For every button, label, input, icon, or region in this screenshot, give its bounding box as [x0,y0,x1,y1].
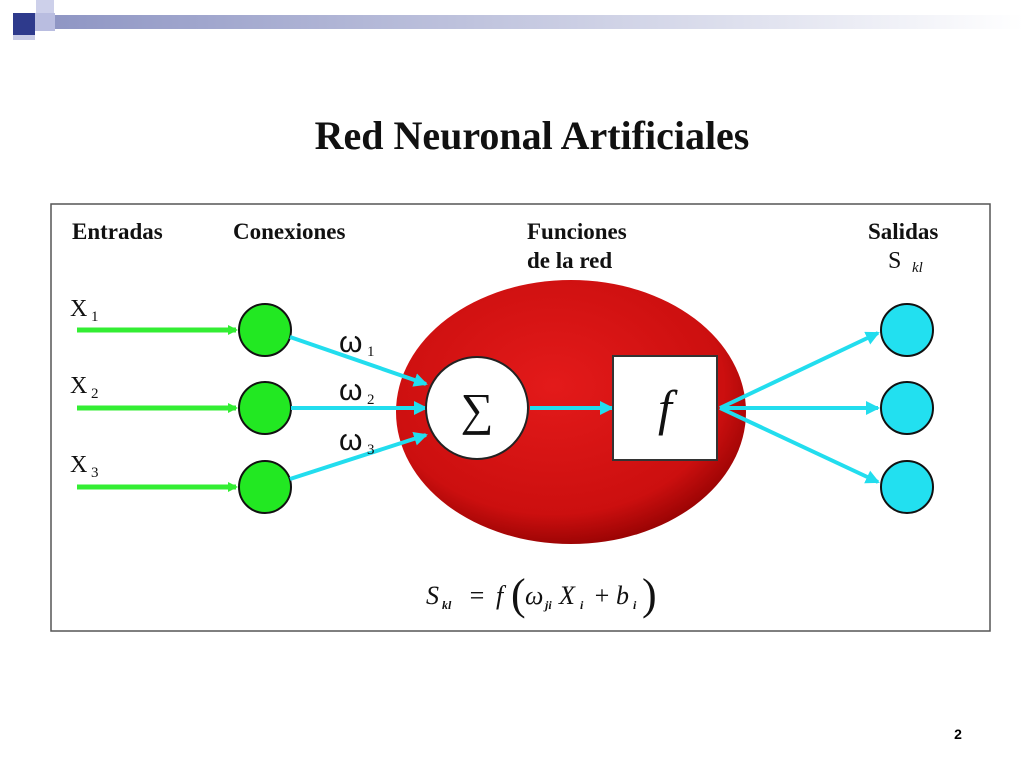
formula-x-sub: i [580,598,584,612]
output-node-2 [880,381,934,435]
decor-square-light [35,13,55,31]
corner-decoration [13,0,1024,40]
input-label-x3: X [70,452,87,478]
output-node-1 [880,303,934,357]
decor-gradient-bar [55,15,1024,29]
formula-open-paren: ( [511,570,526,619]
weight-sub-2: 2 [367,392,375,408]
input-label-x1: X [70,296,87,322]
output-formula: S kl = f ( ω ji X i + b i ) [426,570,657,619]
connection-arrow-1 [289,335,428,387]
weight-sub-1: 1 [367,344,375,360]
input-sub-2: 2 [91,386,99,402]
page-number: 2 [954,726,962,742]
input-sub-3: 3 [91,465,99,481]
formula-lhs: S [426,581,439,610]
neural-network-diagram: Entradas Conexiones Funciones de la red … [50,203,991,632]
header-de-la-red: de la red [527,248,612,273]
decor-square-light-3 [13,35,35,40]
weight-omega-3: ω [339,424,362,457]
header-salidas: Salidas [868,219,938,244]
formula-b-sub: i [633,598,637,612]
header-conexiones: Conexiones [233,219,346,244]
weight-omega-2: ω [339,374,362,407]
output-node-3 [880,460,934,514]
input-node-3 [238,460,292,514]
input-sub-1: 1 [91,309,99,325]
weight-sub-3: 3 [367,442,375,458]
formula-close-paren: ) [642,570,657,619]
weight-omega-1: ω [339,326,362,359]
formula-plus: + [593,581,611,610]
formula-x: X [558,581,576,610]
output-arrow-1 [719,331,880,410]
formula-lhs-sub: kl [442,598,452,612]
output-arrow-3 [719,406,880,484]
slide-title: Red Neuronal Artificiales [314,113,750,158]
formula-func: f [496,581,507,610]
formula-omega-sub: ji [543,598,552,612]
formula-equals: = [468,581,486,610]
header-funciones: Funciones [527,219,627,244]
summation-symbol: ∑ [461,384,494,435]
neuron-body [396,280,746,544]
activation-function-box [612,355,718,461]
connection-arrow-3 [289,432,428,481]
header-entradas: Entradas [72,219,163,244]
output-symbol-sub: kl [912,260,923,276]
output-symbol-s: S [888,248,901,274]
formula-b: b [616,581,629,610]
input-label-x2: X [70,373,87,399]
decor-square-light-2 [36,0,54,13]
formula-omega: ω [525,581,543,610]
input-node-2 [238,381,292,435]
decor-square-dark [13,13,35,35]
summation-node [425,356,529,460]
input-node-1 [238,303,292,357]
